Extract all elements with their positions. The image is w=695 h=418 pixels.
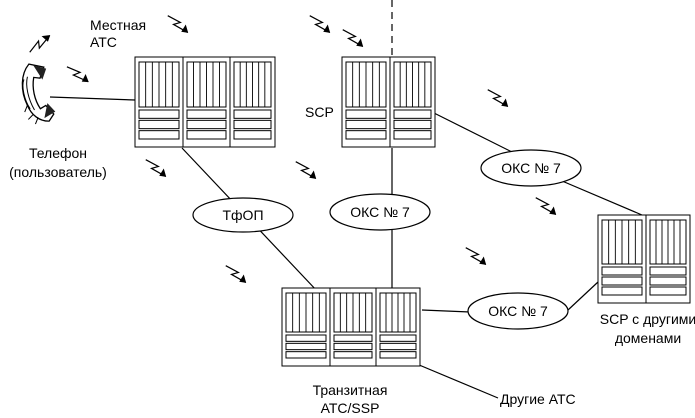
- server-rack-icon: [230, 57, 275, 147]
- transit-exchange-equipment: [282, 288, 420, 366]
- phone-label-line2: (пользователь): [9, 164, 107, 180]
- link-ss7bottom-scpother: [568, 282, 598, 310]
- lightning-signal-icon: [27, 33, 51, 55]
- lightning-signal-icon: [294, 159, 318, 181]
- server-rack-icon: [376, 288, 420, 366]
- handset-icon: [15, 61, 57, 126]
- server-rack-icon: [390, 57, 435, 147]
- lightning-signal-icon: [486, 87, 510, 109]
- local-exchange-label-line1: Местная: [90, 17, 146, 33]
- lightning-signal-icon: [341, 27, 365, 49]
- lightning-signal-icon: [65, 64, 90, 85]
- lightning-signal-icon: [224, 263, 248, 285]
- server-rack-icon: [282, 288, 330, 366]
- server-rack-icon: [135, 57, 183, 147]
- scp-label: SCP: [305, 104, 334, 120]
- server-rack-icon: [330, 288, 376, 366]
- server-rack-icon: [342, 57, 390, 147]
- transit-label-line2: АТС/SSP: [321, 400, 380, 416]
- local-exchange-label-line2: АТС: [90, 34, 117, 50]
- lightning-signal-icon: [464, 245, 488, 267]
- link-ss7right-scpother: [555, 178, 642, 215]
- lightning-signal-icon: [144, 157, 168, 179]
- ss7-cloud-center-label: ОКС № 7: [350, 204, 410, 220]
- server-rack-icon: [646, 215, 690, 303]
- server-rack-icon: [183, 57, 230, 147]
- other-exchanges-label: Другие АТС: [500, 391, 576, 407]
- server-rack-icon: [598, 215, 646, 303]
- pstn-cloud: ТфОП: [193, 198, 293, 232]
- scp-other-label-line2: доменами: [615, 330, 681, 346]
- ss7-cloud-bottom-label: ОКС № 7: [488, 303, 548, 319]
- link-ss7bottom-transit: [422, 310, 470, 312]
- ss7-cloud-right: ОКС № 7: [481, 150, 581, 186]
- pstn-cloud-label: ТфОП: [222, 207, 263, 223]
- ss7-cloud-bottom: ОКС № 7: [468, 293, 568, 329]
- lightning-signal-icon: [166, 13, 190, 35]
- scp-other-equipment: [598, 215, 690, 303]
- local-exchange-equipment: [135, 57, 275, 147]
- signal-icons: [27, 13, 558, 285]
- link-transit-other: [412, 362, 498, 398]
- ss7-cloud-center: ОКС № 7: [330, 194, 430, 230]
- ss7-cloud-right-label: ОКС № 7: [501, 160, 561, 176]
- lightning-signal-icon: [308, 13, 332, 35]
- scp-equipment: [342, 57, 435, 147]
- phone-label-line1: Телефон: [29, 145, 87, 161]
- scp-other-label-line1: SCP с другими: [600, 311, 695, 327]
- lightning-signal-icon: [534, 195, 558, 217]
- link-phone-local: [50, 97, 135, 100]
- transit-label-line1: Транзитная: [313, 382, 388, 398]
